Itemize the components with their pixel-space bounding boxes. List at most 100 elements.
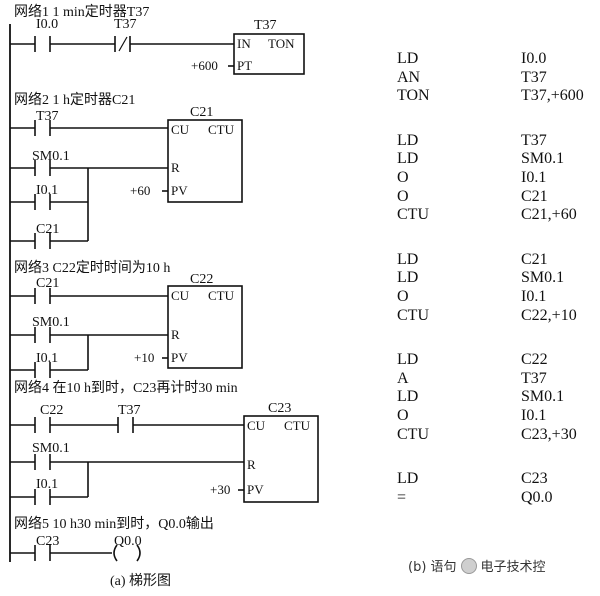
caption-and-watermark: (b) 语句 电子技术控 — [408, 556, 546, 575]
timer-name: T37 — [254, 18, 277, 33]
stl-opcode: LD — [397, 269, 419, 287]
counter-pin-r: R — [171, 327, 180, 342]
counter-pin-pv: PV — [171, 350, 188, 365]
timer-pin-in: IN — [237, 36, 251, 51]
counter-pin-cu: CU — [171, 122, 190, 137]
stl-operand: T37 — [521, 369, 547, 387]
network2-counter-box: C21 CU CTU R PV +60 — [130, 105, 243, 203]
stl-operand: C22,+10 — [521, 306, 577, 324]
stl-operand: I0.1 — [521, 168, 547, 186]
stl-line: LD SM0.1 — [397, 388, 597, 407]
network5-title: 网络5 10 h30 min到时，Q0.0输出 — [14, 516, 214, 532]
stl-operand: SM0.1 — [521, 150, 565, 168]
network3-title: 网络3 C22定时时间为10 h — [14, 260, 170, 276]
network3-rung — [10, 288, 168, 378]
stl-operand: T37 — [521, 131, 547, 149]
stl-opcode: CTU — [397, 425, 429, 443]
stl-line: LD C21 — [397, 251, 597, 270]
stl-opcode: CTU — [397, 206, 429, 224]
network3-contact-label-c21: C21 — [36, 276, 59, 291]
stl-operand: C21 — [521, 250, 548, 268]
stl-operand: I0.0 — [521, 50, 547, 67]
stl-opcode: TON — [397, 87, 430, 105]
network4-title: 网络4 在10 h到时，C23再计时30 min — [14, 380, 238, 396]
counter-type: CTU — [284, 418, 311, 433]
stl-opcode: LD — [397, 50, 419, 67]
wechat-icon — [460, 557, 477, 574]
counter-pin-cu: CU — [171, 288, 190, 303]
watermark-text: 电子技术控 — [480, 560, 546, 575]
counter-preset: +30 — [210, 482, 230, 497]
stl-line: CTU C23,+30 — [397, 426, 597, 445]
stl-opcode: = — [397, 488, 407, 506]
network3-counter-box: C22 CU CTU R PV +10 — [134, 272, 243, 369]
stl-opcode: CTU — [397, 306, 429, 324]
network4-counter-box: C23 CU CTU R PV +30 — [210, 401, 319, 503]
network1-contact-label-t37: T37 — [114, 17, 137, 32]
stl-line: O C21 — [397, 188, 597, 207]
stl-operand: Q0.0 — [521, 488, 553, 506]
network4-contact-label-t37: T37 — [118, 403, 141, 418]
counter-name: C23 — [268, 401, 291, 416]
counter-preset: +10 — [134, 350, 154, 365]
network2-contact-label-t37: T37 — [36, 109, 59, 124]
stl-opcode: LD — [397, 470, 419, 488]
stl-opcode: O — [397, 406, 409, 424]
stl-opcode: O — [397, 187, 409, 205]
coil-left-arc — [113, 544, 118, 562]
stl-opcode: O — [397, 168, 409, 186]
stl-line: A T37 — [397, 370, 597, 389]
timer-preset: +600 — [191, 58, 218, 73]
counter-type: CTU — [208, 288, 235, 303]
stl-opcode: A — [397, 369, 409, 387]
network4-contact-label-sm01: SM0.1 — [32, 441, 70, 456]
network5-rung — [10, 544, 141, 562]
network5-coil-label: Q0.0 — [114, 534, 142, 549]
counter-pin-cu: CU — [247, 418, 266, 433]
network5-contact-label-c23: C23 — [36, 534, 59, 549]
counter-name: C22 — [190, 272, 213, 287]
caption-ladder: (a) 梯形图 — [110, 573, 171, 589]
network1-title: 网络1 1 min定时器T37 — [14, 4, 149, 20]
caption-statement: (b) 语句 — [408, 560, 457, 575]
stl-line: CTU C21,+60 — [397, 206, 597, 225]
stl-opcode: LD — [397, 150, 419, 168]
counter-name: C21 — [190, 105, 213, 120]
stl-opcode: LD — [397, 250, 419, 268]
stl-line: = Q0.0 — [397, 489, 597, 508]
network2-contact-label-sm01: SM0.1 — [32, 149, 70, 164]
stl-opcode: LD — [397, 388, 419, 406]
ladder-diagram: 网络1 1 min定时器T37 I0.0 T37 T37 IN TON PT +… — [9, 4, 319, 589]
stl-line: O I0.1 — [397, 169, 597, 188]
counter-preset: +60 — [130, 183, 150, 198]
stl-operand: C21,+60 — [521, 206, 577, 224]
network1-contact-label-i00: I0.0 — [36, 17, 58, 32]
counter-pin-pv: PV — [171, 183, 188, 198]
timer-type: TON — [268, 36, 295, 51]
stl-operand: C22 — [521, 351, 548, 369]
stl-opcode: AN — [397, 68, 421, 86]
counter-pin-pv: PV — [247, 482, 264, 497]
network2-rung — [10, 120, 168, 249]
network3-contact-label-sm01: SM0.1 — [32, 315, 70, 330]
stl-line: LD SM0.1 — [397, 150, 597, 169]
network1-timer-box: T37 IN TON PT +600 — [191, 18, 305, 75]
stl-operand: C23,+30 — [521, 425, 577, 443]
contact-nc-slash — [118, 36, 128, 52]
stl-operand: SM0.1 — [521, 388, 565, 406]
network2-contact-label-i01: I0.1 — [36, 183, 58, 198]
network3-contact-label-i01: I0.1 — [36, 351, 58, 366]
stl-operand: C21 — [521, 187, 548, 205]
network4-contact-label-i01: I0.1 — [36, 477, 58, 492]
